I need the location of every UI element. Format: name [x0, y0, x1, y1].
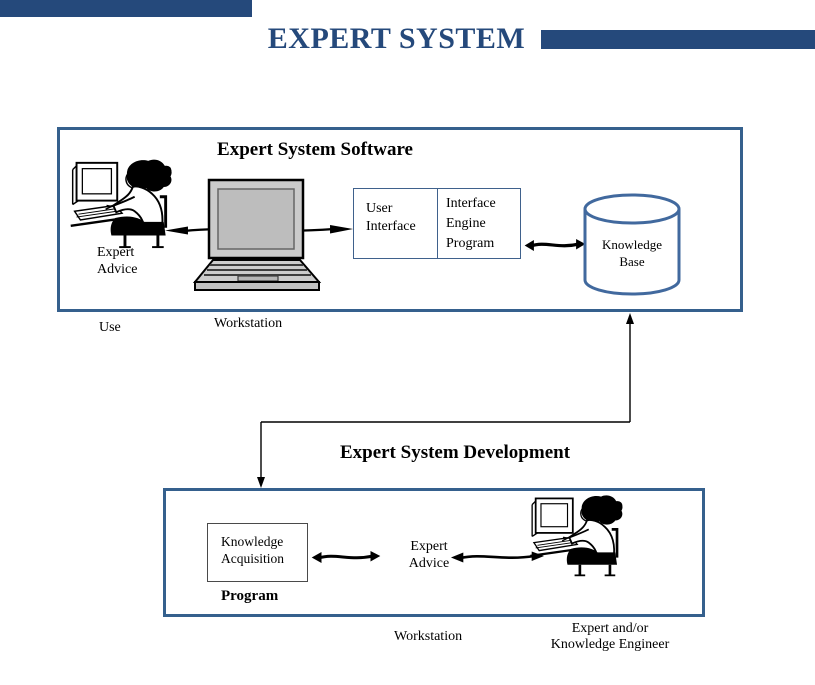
expert-engineer-line2: Knowledge Engineer — [550, 637, 670, 652]
workstation-label-bottom: Workstation — [394, 629, 463, 644]
knowledge-base-label: Knowledge Base — [582, 236, 682, 270]
person-at-computer-icon — [530, 494, 628, 578]
header-left-bar — [0, 0, 252, 17]
database-cylinder-icon — [582, 192, 682, 298]
interface-engine-cell: Interface Engine Program — [438, 189, 520, 258]
double-headed-arrow-icon — [450, 550, 545, 564]
expert-advice-label-bottom: Expert Advice — [395, 539, 463, 572]
user-interface-line2: Interface — [366, 219, 416, 234]
expert-advice-line1: Expert — [97, 245, 135, 260]
expert-engineer-line1: Expert and/or — [571, 621, 649, 636]
flow-connector-arrows — [255, 310, 637, 492]
user-interface-box: User Interface Interface Engine Program — [353, 188, 521, 259]
use-label: Use — [99, 320, 121, 335]
knowledge-acquisition-line1: Knowledge — [221, 534, 284, 549]
expert-advice-line1: Expert — [410, 539, 448, 554]
knowledge-acquisition-box: Knowledge Acquisition — [207, 523, 308, 582]
knowledge-base-line2: Base — [619, 254, 645, 269]
person-at-computer-icon — [70, 158, 178, 250]
expert-advice-line2: Advice — [97, 261, 138, 277]
expert-advice-label-top: Expert Advice — [97, 245, 137, 278]
laptop-icon — [192, 178, 324, 296]
program-label: Program — [221, 588, 279, 604]
user-interface-cell: User Interface — [354, 189, 438, 258]
knowledge-acquisition-line2: Acquisition — [221, 551, 284, 566]
interface-engine-line3: Program — [446, 236, 495, 251]
workstation-label-top: Workstation — [214, 316, 283, 331]
expert-advice-line2: Advice — [408, 555, 450, 571]
interface-engine-line2: Engine — [446, 216, 486, 231]
user-interface-line1: User — [366, 201, 393, 216]
top-section-title: Expert System Software — [217, 139, 413, 160]
knowledge-base-line1: Knowledge — [602, 237, 662, 252]
interface-engine-line1: Interface — [446, 196, 496, 211]
expert-engineer-label: Expert and/or Knowledge Engineer — [535, 621, 685, 653]
header-right-bar — [541, 30, 815, 49]
double-headed-arrow-icon — [311, 550, 381, 564]
double-headed-arrow-icon — [524, 238, 586, 252]
development-section-title: Expert System Development — [339, 442, 571, 463]
page-title: EXPERT SYSTEM — [267, 22, 526, 55]
